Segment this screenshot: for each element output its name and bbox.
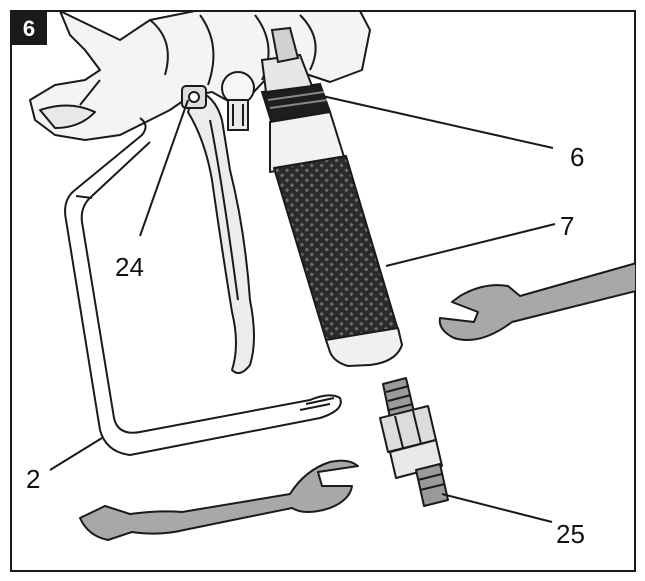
step-badge bbox=[11, 11, 47, 45]
adjustment-knob bbox=[221, 71, 255, 131]
callout-7: 7 bbox=[560, 211, 574, 241]
filter-wire-part-2 bbox=[64, 117, 342, 456]
callout-6: 6 bbox=[570, 142, 584, 172]
leader-24 bbox=[139, 99, 189, 237]
callout-24: 24 bbox=[115, 252, 144, 282]
wrench-lower bbox=[79, 459, 359, 541]
leader-lines bbox=[49, 94, 556, 523]
step-number: 6 bbox=[23, 16, 35, 41]
leader-6 bbox=[317, 94, 554, 149]
leader-25 bbox=[441, 493, 553, 523]
connector-part-25 bbox=[379, 377, 449, 507]
trigger-lever bbox=[187, 89, 255, 375]
leader-2 bbox=[49, 437, 103, 471]
wrench-upper bbox=[438, 262, 635, 341]
leader-7 bbox=[385, 223, 556, 267]
pivot-pin bbox=[181, 85, 207, 109]
callout-25: 25 bbox=[556, 519, 585, 549]
callout-2: 2 bbox=[26, 464, 40, 494]
grip-handle-part-7 bbox=[269, 111, 403, 367]
